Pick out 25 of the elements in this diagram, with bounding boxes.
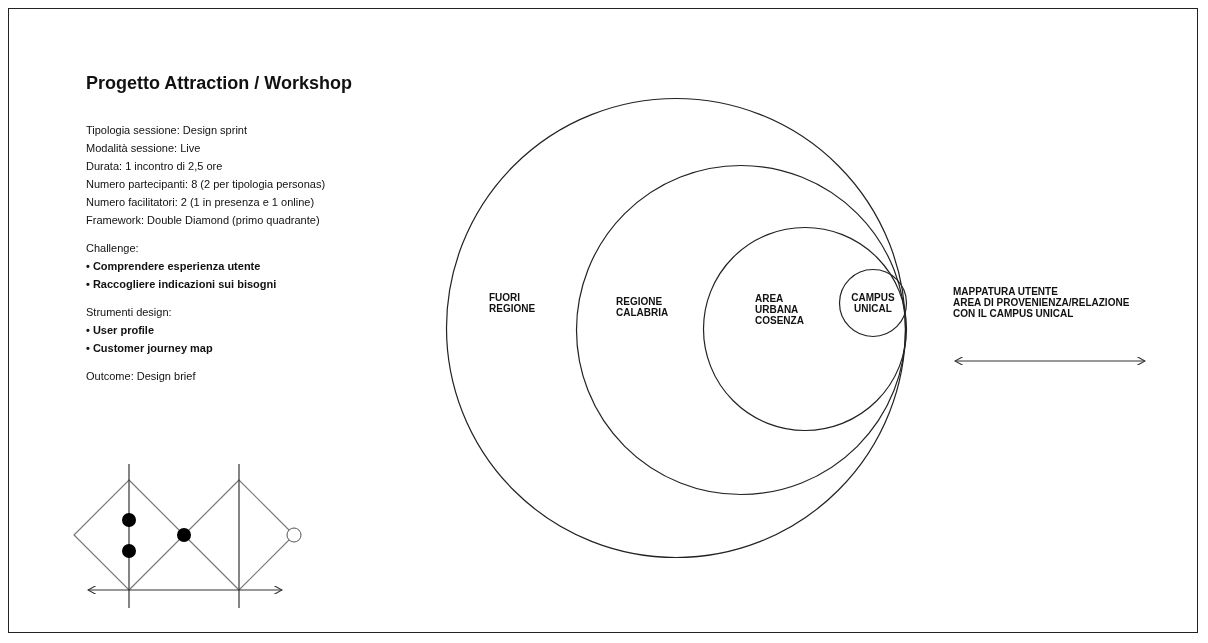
mapping-text: MAPPATURA UTENTE: [953, 286, 1058, 297]
mapping-text: AREA DI PROVENIENZA/RELAZIONE: [953, 297, 1130, 308]
region-label: REGIONE CALABRIA: [616, 296, 670, 318]
title: Progetto Attraction / Workshop: [86, 72, 352, 94]
region-label: CAMPUS UNICAL: [850, 292, 896, 314]
region-circle: [839, 269, 907, 337]
bullet-item: • User profile: [86, 324, 155, 337]
mapping-text: CON IL CAMPUS UNICAL: [953, 308, 1074, 319]
region-circle: [446, 98, 906, 558]
info-text: Modalità sessione: Live: [86, 142, 201, 155]
info-text: Numero partecipanti: 8 (2 per tipologia personas): [86, 178, 326, 191]
bullet-item: • Comprendere esperienza utente: [86, 260, 261, 273]
info-text: Tipologia sessione: Design sprint: [86, 124, 247, 137]
region-circle: [703, 227, 907, 431]
info-text: Outcome: Design brief: [86, 370, 196, 383]
region-circle: [576, 165, 906, 495]
bullet-item: • Raccogliere indicazioni sui bisogni: [86, 278, 277, 291]
section-heading: Strumenti design:: [86, 306, 172, 319]
info-text: Durata: 1 incontro di 2,5 ore: [86, 160, 223, 173]
info-text: Framework: Double Diamond (primo quadrante): [86, 214, 320, 227]
region-label: FUORI REGIONE: [489, 292, 537, 314]
region-label: AREA URBANA COSENZA: [755, 293, 805, 326]
section-heading: Challenge:: [86, 242, 139, 255]
bullet-item: • Customer journey map: [86, 342, 213, 355]
info-text: Numero facilitatori: 2 (1 in presenza e 1 online): [86, 196, 315, 209]
